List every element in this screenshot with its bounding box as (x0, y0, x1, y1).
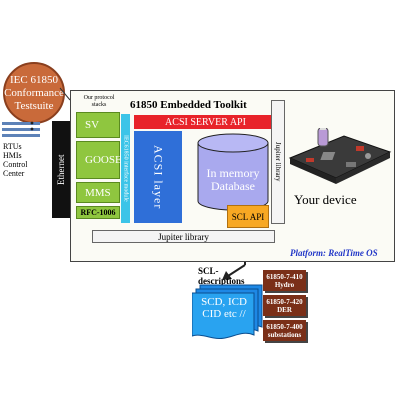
protocol-note-line2: stacks (91, 102, 107, 108)
clients-line2: HMIs (3, 151, 22, 160)
toolkit-title: 61850 Embedded Toolkit (130, 99, 247, 111)
scd-line1: SCD, ICD (201, 296, 247, 308)
protocol-note-line1: Our protocol (83, 95, 115, 101)
interface-module-bar: IEC61850 interface module (121, 114, 130, 223)
clients-line4: Center (3, 169, 25, 178)
network-devices-icon (2, 121, 40, 137)
acsi-layer: ACSI layer (134, 131, 182, 223)
ethernet-bar: Ethernet (52, 121, 70, 218)
scd-line2: CID etc // (202, 308, 246, 320)
protocol-note: Our protocol stacks (80, 95, 118, 109)
standard-code: 61850-7-400 (266, 322, 303, 331)
platform-value: RealTime OS (328, 248, 378, 258)
platform-label: Platform: RealTime OS (290, 248, 378, 258)
scl-desc-line1: SCL- (198, 266, 219, 276)
your-device-label: Your device (294, 192, 357, 207)
acsi-layer-label: ACSI layer (151, 144, 166, 210)
scl-api: SCL API (227, 205, 269, 228)
scl-desc-line2: descriptions (198, 276, 245, 286)
device-board-icon (288, 128, 392, 184)
jupiter-library-bottom: Jupiter library (92, 230, 275, 243)
acsi-server-api: ACSI SERVER API (134, 115, 277, 129)
standard-name: DER (277, 305, 292, 314)
database-line1: In memory (206, 166, 260, 180)
scl-documents-icon (192, 284, 263, 339)
conformance-line3: Testsuite (14, 99, 54, 112)
sv-stack: SV (76, 112, 120, 138)
platform-key: Platform (290, 248, 323, 258)
conformance-testsuite-badge: IEC 61850 Conformance Testsuite (3, 62, 65, 124)
database-line2: Database (211, 179, 255, 193)
conformance-line1: IEC 61850 (10, 73, 58, 86)
rfc1006-stack: RFC-1006 (76, 206, 120, 219)
conformance-line2: Conformance (4, 86, 64, 99)
scl-descriptions-label: SCL- descriptions (198, 266, 245, 286)
standard-name: Hydro (274, 280, 295, 289)
clients-label: RTUs HMIs Control Center (3, 142, 27, 178)
jupiter-library-side: Jupiter library (271, 100, 285, 224)
clients-line3: Control (3, 160, 28, 169)
standard-name: substations (267, 330, 302, 339)
clients-line1: RTUs (3, 142, 22, 151)
scd-label: SCD, ICD CID etc // (194, 296, 254, 320)
mms-stack: MMS (76, 182, 120, 203)
database-label: In memory Database (196, 167, 270, 193)
standard-code: 61850-7-410 (266, 272, 303, 281)
standard-code: 61850-7-420 (266, 297, 303, 306)
goose-stack: GOOSE (76, 141, 122, 179)
